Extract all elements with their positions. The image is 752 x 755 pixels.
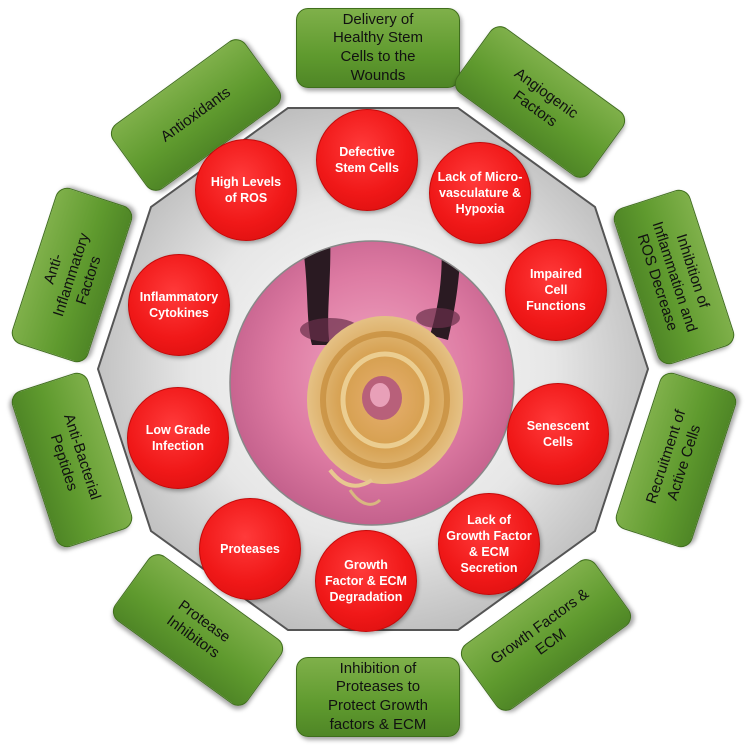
treatment-label: Anti-Bacterial Peptides: [46, 411, 104, 502]
problem-circle-p5: Lack of Growth Factor & ECM Secretion: [438, 493, 540, 595]
problem-label: Lack of Growth Factor & ECM Secretion: [446, 512, 532, 576]
treatment-label: Inhibition of Proteases to Protect Growt…: [327, 659, 429, 733]
problem-circle-p1: Defective Stem Cells: [316, 109, 418, 211]
problem-label: Proteases: [220, 541, 280, 556]
treatment-box-bottom: Inhibition of Proteases to Protect Growt…: [296, 657, 460, 737]
problem-label: Defective Stem Cells: [335, 144, 399, 175]
problem-circle-p4: Senescent Cells: [507, 383, 609, 485]
problem-label: High Levels of ROS: [210, 174, 282, 205]
problem-circle-p9: Inflammatory Cytokines: [128, 254, 230, 356]
problem-label: Senescent Cells: [526, 418, 590, 449]
treatment-label: Recruitment of Active Cells: [643, 407, 705, 506]
problem-circle-p10: High Levels of ROS: [195, 139, 297, 241]
problem-label: Inflammatory Cytokines: [139, 289, 219, 320]
problem-circle-p3: Impaired Cell Functions: [505, 239, 607, 341]
problem-label: Lack of Micro- vasculature & Hypoxia: [437, 169, 523, 217]
treatment-label: Angiogenic Factors: [509, 65, 582, 131]
treatment-label: Protease Inhibitors: [163, 597, 234, 662]
problem-label: Growth Factor & ECM Degradation: [325, 557, 407, 605]
problem-circle-p7: Proteases: [199, 498, 301, 600]
treatment-box-top: Delivery of Healthy Stem Cells to the Wo…: [296, 8, 460, 88]
treatment-label: Anti- Inflammatory Factors: [40, 230, 105, 319]
problem-label: Impaired Cell Functions: [526, 266, 586, 314]
treatment-label: Delivery of Healthy Stem Cells to the Wo…: [332, 10, 424, 84]
problem-label: Low Grade Infection: [145, 422, 211, 453]
problem-circle-p6: Growth Factor & ECM Degradation: [315, 530, 417, 632]
problem-circle-p8: Low Grade Infection: [127, 387, 229, 489]
problem-circle-p2: Lack of Micro- vasculature & Hypoxia: [429, 142, 531, 244]
treatment-label: Antioxidants: [157, 83, 234, 146]
wound-photo: [230, 241, 514, 525]
